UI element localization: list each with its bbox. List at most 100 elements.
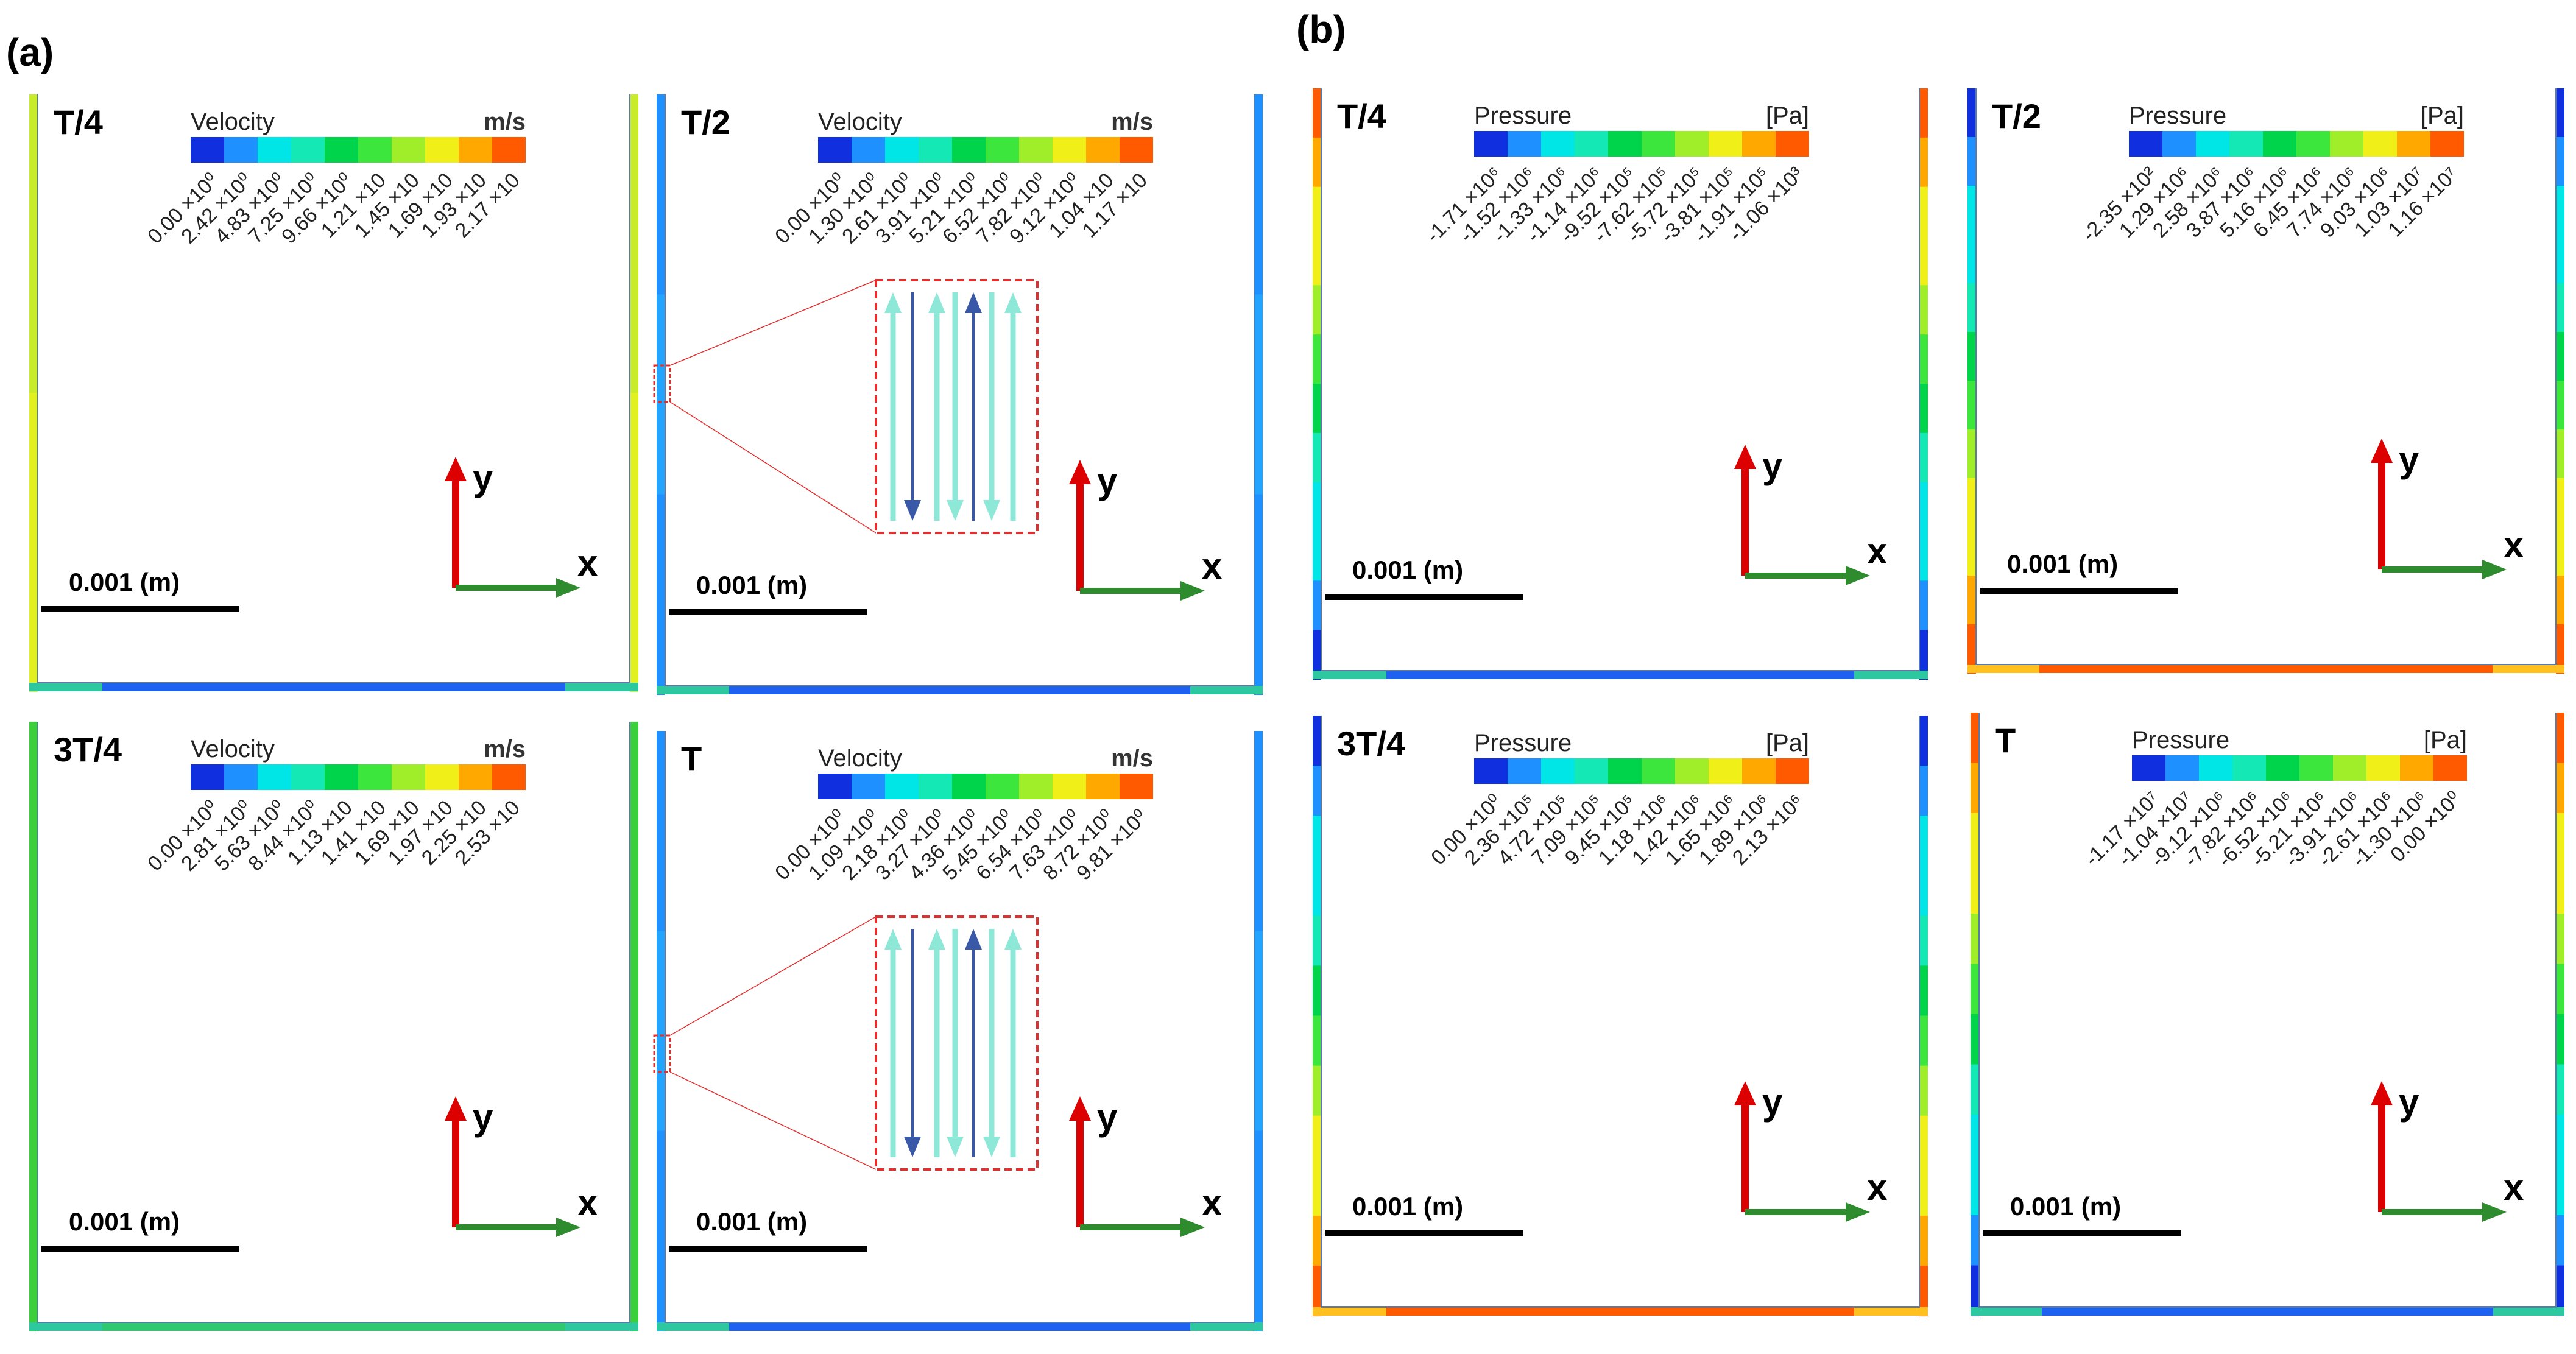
colorbar-cell (224, 137, 258, 163)
right-wall-contour (2556, 1265, 2564, 1316)
bottom-wall-corner (2493, 1307, 2564, 1316)
zoom-leader-line (669, 280, 877, 366)
y-axis-label: y (473, 1097, 493, 1138)
right-wall-contour (1919, 285, 1928, 336)
right-wall-contour (630, 244, 638, 294)
channel-inner-edge (37, 94, 630, 683)
left-wall-contour (657, 731, 665, 782)
left-wall-contour (657, 1230, 665, 1282)
left-wall-contour (657, 1280, 665, 1331)
bottom-wall-contour (657, 686, 1263, 694)
bottom-wall-corner (29, 683, 102, 691)
right-wall-contour (2556, 137, 2564, 186)
colorbar-cell (2296, 131, 2330, 157)
legend-quantity: Velocity (191, 736, 275, 763)
colorbar-cell (258, 764, 291, 790)
left-wall-contour (1971, 713, 1979, 764)
x-axis-arrowhead (1846, 1202, 1870, 1222)
left-wall-contour (1967, 283, 1976, 333)
right-wall-contour (2556, 234, 2564, 284)
scale-bar-label: 0.001 (m) (69, 1207, 180, 1236)
left-wall-contour (657, 494, 665, 545)
right-wall-contour (2556, 1014, 2564, 1065)
x-axis-arrowhead (1846, 566, 1870, 585)
bottom-wall-contour (29, 683, 638, 691)
colorbar-cell (2266, 755, 2299, 781)
plot-title: T/4 (1337, 97, 1386, 135)
velocity-vector-head (983, 500, 1000, 521)
left-wall-contour (657, 544, 665, 595)
velocity-vector-head (1004, 929, 1022, 950)
right-wall-contour (1919, 137, 1928, 188)
colorbar-cell (392, 764, 425, 790)
colorbar-cell (1508, 131, 1541, 157)
left-wall-contour (1313, 236, 1321, 286)
plot-title: T (1995, 721, 2016, 760)
x-axis-label: x (1202, 546, 1222, 587)
left-wall-contour (29, 641, 38, 692)
velocity-vector-head (1004, 292, 1022, 313)
scale-bar-label: 0.001 (m) (69, 568, 180, 596)
right-wall-contour (1254, 244, 1263, 295)
colorbar-cell (2229, 131, 2263, 157)
left-wall-contour (29, 1026, 38, 1078)
right-wall-contour (1254, 544, 1263, 595)
left-wall-contour (1971, 1215, 1979, 1266)
bottom-wall-corner (1854, 1307, 1928, 1316)
left-wall-contour (657, 1031, 665, 1082)
left-wall-contour (1313, 384, 1321, 434)
right-wall-contour (2556, 381, 2564, 430)
right-wall-contour (2556, 813, 2564, 864)
right-wall-contour (630, 492, 638, 543)
colorbar-cell (291, 137, 325, 163)
colorbar-cell (224, 764, 258, 790)
bottom-wall-contour (657, 1322, 1263, 1331)
right-wall-contour (2556, 914, 2564, 965)
colorbar-cell (952, 137, 986, 163)
bottom-wall-corner (565, 683, 638, 691)
left-wall-contour (29, 194, 38, 244)
bottom-wall-corner (565, 1322, 638, 1331)
right-wall-contour (1254, 294, 1263, 345)
left-wall-contour (1313, 766, 1321, 817)
colorbar-cell (1709, 131, 1742, 157)
left-wall-contour (1971, 1265, 1979, 1316)
scale-bar-label: 0.001 (m) (1352, 1192, 1463, 1221)
y-axis-arrowhead (1069, 460, 1091, 484)
x-axis-arrowhead (2482, 1202, 2507, 1222)
legend-unit: m/s (1111, 108, 1153, 135)
left-wall-contour (29, 1179, 38, 1230)
colorbar-cell (2196, 131, 2229, 157)
left-wall-contour (657, 981, 665, 1032)
colorbar-cell (2363, 131, 2397, 157)
colorbar-cell (1541, 131, 1575, 157)
velocity-vector-head (965, 929, 982, 950)
right-wall-contour (1254, 494, 1263, 545)
x-axis-label: x (2504, 524, 2524, 565)
left-wall-contour (1313, 965, 1321, 1017)
left-wall-contour (1971, 1115, 1979, 1166)
colorbar-cell (2199, 755, 2232, 781)
right-wall-contour (2556, 527, 2564, 576)
colorbar-cell (2162, 131, 2196, 157)
scale-bar-label: 0.001 (m) (696, 571, 807, 599)
left-wall-contour (1967, 88, 1976, 138)
scale-bar-label: 0.001 (m) (1352, 555, 1463, 584)
colorbar-cell (1675, 758, 1709, 784)
left-wall-contour (1971, 863, 1979, 914)
right-wall-contour (630, 1127, 638, 1179)
colorbar-cell (2299, 755, 2333, 781)
right-wall-contour (630, 641, 638, 692)
bottom-wall-corner (1190, 686, 1263, 694)
left-wall-contour (1313, 630, 1321, 680)
y-axis-label: y (1762, 1082, 1783, 1123)
colorbar-cell (459, 137, 492, 163)
legend-quantity: Pressure (1474, 730, 1572, 756)
colorbar-cell (1675, 131, 1709, 157)
scale-bar (669, 609, 867, 615)
scale-bar-label: 0.001 (m) (2007, 549, 2118, 578)
bottom-wall-contour (1971, 1307, 2564, 1316)
bottom-wall-corner (1313, 671, 1386, 679)
